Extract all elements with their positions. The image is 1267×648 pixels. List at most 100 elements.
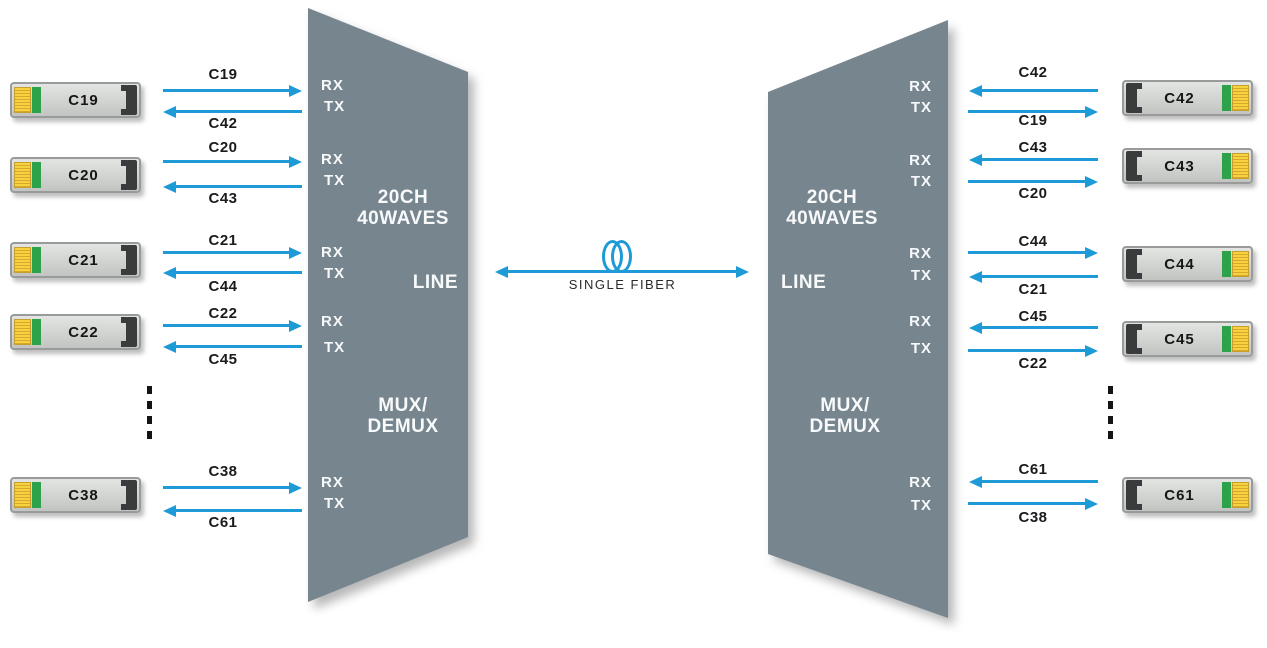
unit-title-line2: 40WAVES xyxy=(786,208,878,229)
arrow-left-icon xyxy=(163,340,302,353)
mux-demux-unit-left xyxy=(308,8,468,602)
port-tx-label: TX xyxy=(324,265,346,282)
module-label: C43 xyxy=(1164,157,1195,175)
arrow-left-icon xyxy=(163,180,302,193)
channel-label: C42 xyxy=(1018,64,1048,81)
transceiver-module: C43 xyxy=(1122,148,1253,184)
module-label: C42 xyxy=(1164,89,1195,107)
arrow-left-icon xyxy=(969,270,1098,283)
arrow-left-icon xyxy=(969,84,1098,97)
green-stripe xyxy=(1222,85,1231,111)
latch-clip-icon xyxy=(121,317,137,347)
latch-clip-icon xyxy=(1126,83,1142,113)
green-stripe xyxy=(32,162,41,188)
port-tx-label: TX xyxy=(324,339,346,356)
arrow-right-icon xyxy=(968,105,1098,118)
latch-clip-icon xyxy=(121,480,137,510)
channel-label: C38 xyxy=(208,463,238,480)
arrow-left-icon xyxy=(969,153,1098,166)
arrow-right-icon xyxy=(968,344,1098,357)
unit-function-label: MUX/ DEMUX xyxy=(770,395,920,437)
mux-demux-unit-right xyxy=(768,20,948,618)
module-label: C20 xyxy=(68,166,99,184)
channel-label: C38 xyxy=(1018,509,1048,526)
arrow-right-icon xyxy=(163,84,302,97)
unit-title-line1: 20CH xyxy=(377,187,429,208)
transceiver-module: C42 xyxy=(1122,80,1253,116)
arrow-left-icon xyxy=(969,321,1098,334)
green-stripe xyxy=(1222,251,1231,277)
channel-label: C61 xyxy=(208,514,238,531)
green-stripe xyxy=(32,87,41,113)
arrow-right-icon xyxy=(968,497,1098,510)
connector-fingers-icon xyxy=(14,482,31,508)
connector-fingers-icon xyxy=(1232,153,1249,179)
line-port-label: LINE xyxy=(781,272,827,293)
port-tx-label: TX xyxy=(910,267,932,284)
module-label: C38 xyxy=(68,486,99,504)
unit-title-line2: 40WAVES xyxy=(357,208,449,229)
transceiver-module: C19 xyxy=(10,82,141,118)
module-label: C21 xyxy=(68,251,99,269)
arrow-right-icon xyxy=(968,175,1098,188)
connector-fingers-icon xyxy=(14,162,31,188)
latch-clip-icon xyxy=(121,85,137,115)
line-port-label: LINE xyxy=(412,272,458,293)
transceiver-module: C61 xyxy=(1122,477,1253,513)
unit-body xyxy=(768,20,948,618)
arrow-left-icon xyxy=(163,504,302,517)
connector-fingers-icon xyxy=(1232,85,1249,111)
unit-function-line1: MUX/ xyxy=(820,395,870,416)
port-tx-label: TX xyxy=(910,340,932,357)
port-tx-label: TX xyxy=(910,173,932,190)
port-rx-label: RX xyxy=(321,77,344,94)
module-label: C44 xyxy=(1164,255,1195,273)
connector-fingers-icon xyxy=(14,87,31,113)
channel-label: C20 xyxy=(208,139,238,156)
transceiver-module: C21 xyxy=(10,242,141,278)
module-label: C19 xyxy=(68,91,99,109)
transceiver-module: C44 xyxy=(1122,246,1253,282)
module-label: C22 xyxy=(68,323,99,341)
arrow-right-icon xyxy=(968,246,1098,259)
unit-title-line1: 20CH xyxy=(806,187,858,208)
channel-label: C19 xyxy=(208,66,238,83)
port-tx-label: TX xyxy=(324,172,346,189)
channel-label: C44 xyxy=(1018,233,1048,250)
arrow-right-icon xyxy=(163,155,302,168)
ellipsis-dots xyxy=(1108,386,1113,444)
port-rx-label: RX xyxy=(321,151,344,168)
transceiver-module: C22 xyxy=(10,314,141,350)
port-rx-label: RX xyxy=(909,245,932,262)
arrow-left-icon xyxy=(163,266,302,279)
connector-fingers-icon xyxy=(14,247,31,273)
module-label: C61 xyxy=(1164,486,1195,504)
connector-fingers-icon xyxy=(1232,251,1249,277)
channel-label: C22 xyxy=(208,305,238,322)
unit-function-line1: MUX/ xyxy=(378,395,428,416)
connector-fingers-icon xyxy=(14,319,31,345)
channel-label: C43 xyxy=(208,190,238,207)
latch-clip-icon xyxy=(121,245,137,275)
latch-clip-icon xyxy=(1126,324,1142,354)
ellipsis-dots xyxy=(147,386,152,444)
channel-label: C45 xyxy=(1018,308,1048,325)
green-stripe xyxy=(32,482,41,508)
unit-title: 20CH 40WAVES xyxy=(759,187,905,229)
green-stripe xyxy=(32,319,41,345)
arrow-left-icon xyxy=(969,475,1098,488)
channel-label: C45 xyxy=(208,351,238,368)
port-tx-label: TX xyxy=(910,99,932,116)
port-rx-label: RX xyxy=(909,313,932,330)
port-tx-label: TX xyxy=(324,495,346,512)
transceiver-module: C45 xyxy=(1122,321,1253,357)
latch-clip-icon xyxy=(121,160,137,190)
arrow-right-icon xyxy=(163,319,302,332)
channel-label: C21 xyxy=(208,232,238,249)
unit-function-label: MUX/ DEMUX xyxy=(328,395,478,437)
unit-title: 20CH 40WAVES xyxy=(330,187,476,229)
arrow-left-icon xyxy=(163,105,302,118)
module-label: C45 xyxy=(1164,330,1195,348)
port-rx-label: RX xyxy=(321,474,344,491)
